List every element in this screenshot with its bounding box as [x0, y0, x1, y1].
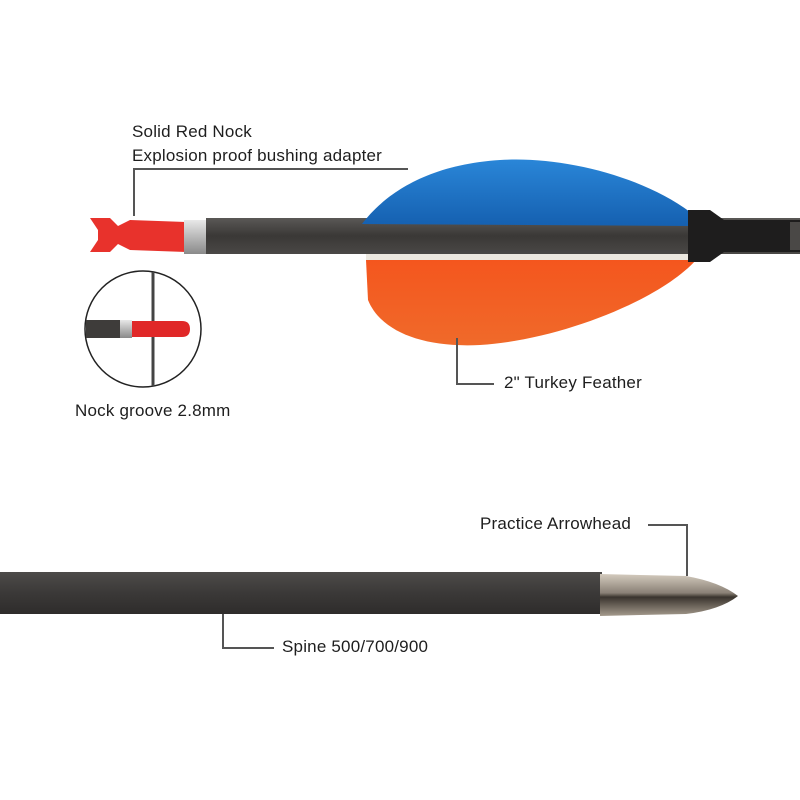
- leader-feather-vertical: [456, 338, 458, 383]
- bottom-shaft: [0, 572, 602, 614]
- label-practice-arrowhead: Practice Arrowhead: [480, 514, 632, 533]
- label-solid-red-nock: Solid Red Nock: [132, 122, 252, 141]
- leader-arrowhead-vertical: [686, 524, 688, 576]
- label-nock-groove: Nock groove 2.8mm: [75, 401, 231, 420]
- leader-spine-horizontal: [222, 647, 274, 649]
- label-bushing-adapter: Explosion proof bushing adapter: [132, 146, 383, 165]
- blue-vane: [362, 159, 690, 226]
- orange-vane: [366, 260, 696, 346]
- leader-feather-horizontal: [456, 383, 494, 385]
- label-turkey-feather: 2" Turkey Feather: [504, 373, 642, 392]
- practice-tip: [600, 574, 738, 616]
- red-nock: [90, 218, 208, 254]
- nock-groove-detail: [84, 270, 202, 388]
- leader-nock-horizontal: [133, 168, 408, 170]
- leader-arrowhead-horizontal: [648, 524, 686, 526]
- label-spine: Spine 500/700/900: [282, 637, 429, 656]
- leader-spine-vertical: [222, 614, 224, 647]
- leader-nock-vertical: [133, 168, 135, 216]
